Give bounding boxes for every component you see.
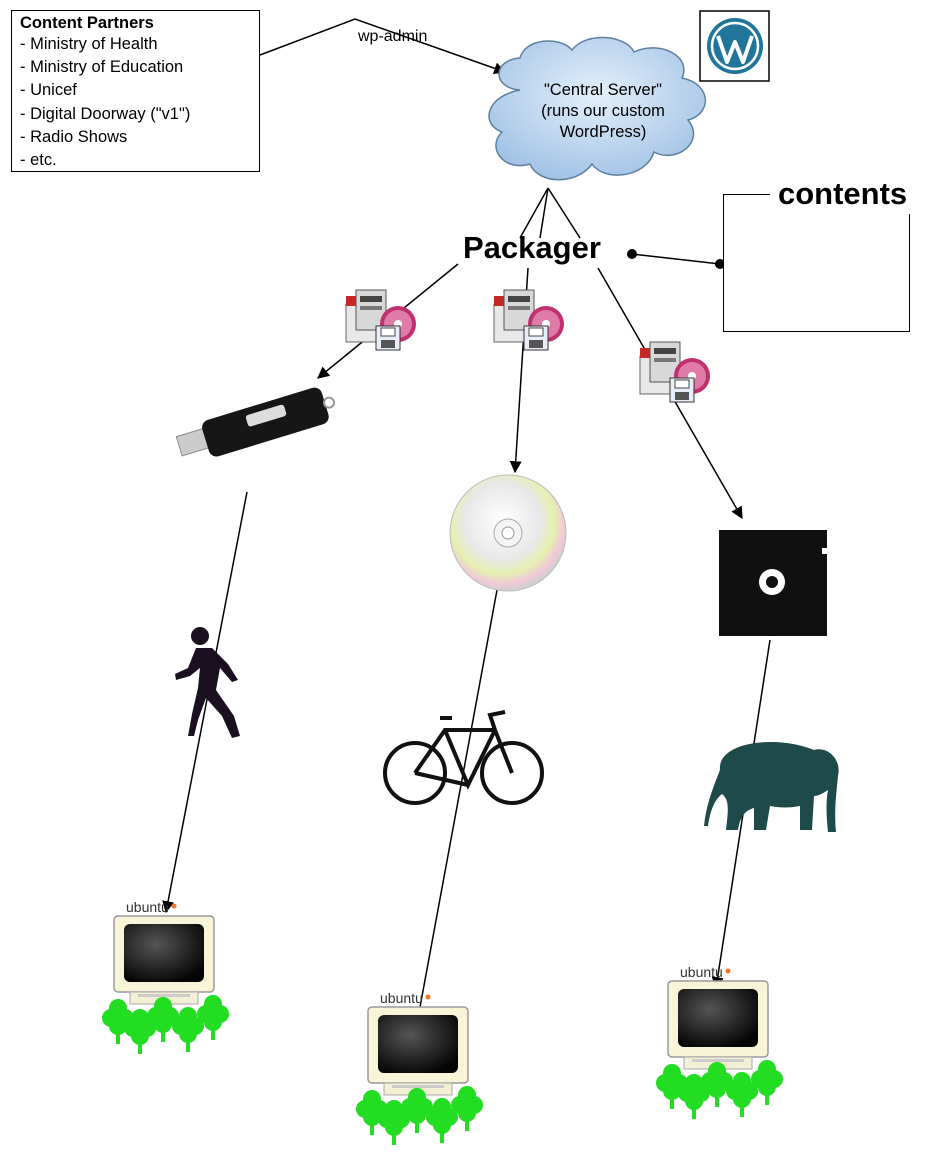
connector-dot <box>715 259 725 269</box>
cd-disc-icon <box>449 474 567 592</box>
package-server-icon-1 <box>345 289 417 351</box>
contents-title: contents <box>770 174 916 214</box>
bicycle-icon <box>383 710 544 805</box>
partner-item: - Radio Shows <box>20 127 128 146</box>
cd-pc-arrow <box>414 589 498 1020</box>
server-label-line: (runs our custom <box>541 102 665 120</box>
cloud-packager-line <box>539 187 549 239</box>
usb-pc-arrow <box>162 491 248 914</box>
floppy-disk-icon <box>719 530 827 636</box>
partner-item: - Unicef <box>20 81 77 100</box>
partner-item: - Ministry of Education <box>20 58 184 77</box>
wp-admin-label: wp-admin <box>358 28 428 45</box>
ubuntu-computer-3 <box>656 964 783 1119</box>
packager-contents-line <box>631 253 721 265</box>
wp-admin-arrow <box>259 18 507 75</box>
server-label-line: WordPress) <box>559 123 647 141</box>
cloud-packager-line <box>519 187 549 239</box>
central-server-label: "Central Server" (runs our custom WordPr… <box>518 80 688 143</box>
usb-stick-icon <box>175 387 336 457</box>
ubuntu-computer-1 <box>102 899 229 1054</box>
central-server-cloud <box>488 36 706 181</box>
content-partners-title: Content Partners <box>20 14 154 32</box>
walking-person-icon <box>175 627 240 738</box>
package-server-icon-2 <box>493 289 565 351</box>
partner-item: - Digital Doorway ("v1") <box>20 104 191 123</box>
wordpress-logo-icon <box>699 10 770 82</box>
contents-box <box>723 194 910 332</box>
packager-label: Packager <box>463 230 601 265</box>
package-server-icon-3 <box>639 341 711 403</box>
connector-dot <box>627 249 637 259</box>
elephant-icon <box>704 742 839 832</box>
ubuntu-computer-2 <box>356 990 483 1145</box>
content-partners-box: Content Partners - Ministry of Health - … <box>11 10 260 172</box>
server-label-line: "Central Server" <box>543 81 663 99</box>
partner-item: - Ministry of Health <box>20 35 158 53</box>
cloud-packager-line <box>547 187 581 239</box>
partner-item: - etc. <box>20 151 57 170</box>
